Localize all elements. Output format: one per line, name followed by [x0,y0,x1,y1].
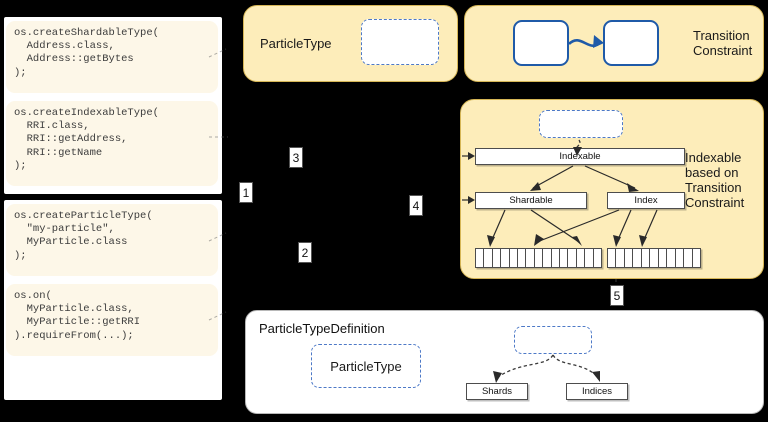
segment-cell [518,249,527,267]
segment-cell [625,249,634,267]
segment-cell [616,249,625,267]
code-card-create-indexable-type: os.createIndexableType( RRI.class, RRI::… [6,101,218,186]
particle-type-panel-label: ParticleType [260,36,332,51]
segment-cell [535,249,544,267]
segment-cell [585,249,594,267]
code-text-create-indexable-type: os.createIndexableType( RRI.class, RRI::… [14,107,159,172]
transition-node-source [513,20,569,66]
segment-cell [608,249,617,267]
transition-constraint-panel: Transition Constraint [464,5,764,82]
segment-cell [526,249,535,267]
segment-cell [676,249,685,267]
segment-cell [476,249,485,267]
marker-4: 4 [409,195,423,216]
marker-2: 2 [298,242,312,263]
ptd-leaf-indices: Indices [566,383,628,400]
segment-cell [552,249,561,267]
box-index: Index [607,192,685,209]
particle-type-definition-panel: ParticleTypeDefinition ParticleType Shar… [245,310,764,414]
particle-type-slot-box [361,19,439,65]
indexable-panel: Indexable Shardable Index [460,99,764,279]
particle-type-definition-title: ParticleTypeDefinition [259,321,385,336]
indexable-label-line-1: Indexable [685,150,742,165]
segment-cell [684,249,693,267]
segment-cell [650,249,659,267]
code-panel-bottom: os.createParticleType( "my-particle", My… [4,200,222,400]
ptd-particle-type-box: ParticleType [311,344,421,388]
segment-cell [493,249,502,267]
code-card-create-particle-type: os.createParticleType( "my-particle", My… [6,204,218,276]
segment-bar-shards [475,248,602,268]
code-text-create-particle-type: os.createParticleType( "my-particle", My… [14,210,153,262]
code-text-os-on: os.on( MyParticle.class, MyParticle::get… [14,290,141,342]
marker-1: 1 [239,182,253,203]
segment-cell [667,249,676,267]
box-shardable: Shardable [475,192,587,209]
segment-cell [577,249,586,267]
segment-cell [510,249,519,267]
segment-cell [633,249,642,267]
indexable-slot-box [539,110,623,138]
ptd-leaf-shards: Shards [466,383,528,400]
segment-cell [659,249,668,267]
indexable-label-line-3: Transition [685,180,742,195]
segment-cell [501,249,510,267]
transition-node-target [603,20,659,66]
marker-5: 5 [610,285,624,306]
code-card-create-shardable-type: os.createShardableType( Address.class, A… [6,21,218,93]
transition-label-line-2: Constraint [693,43,753,58]
segment-cell [693,249,700,267]
indexable-panel-label: Indexable based on Transition Constraint [685,150,744,210]
segment-cell [594,249,601,267]
segment-cell [543,249,552,267]
segment-cell [642,249,651,267]
code-text-create-shardable-type: os.createShardableType( Address.class, A… [14,27,159,79]
box-indexable: Indexable [475,148,685,165]
code-card-os-on: os.on( MyParticle.class, MyParticle::get… [6,284,218,356]
particle-type-panel: ParticleType [243,5,458,82]
indexable-label-line-4: Constraint [685,195,745,210]
segment-cell [568,249,577,267]
transition-constraint-panel-label: Transition Constraint [693,28,752,58]
segment-bar-indices [607,248,701,268]
ptd-slot-box [514,326,592,354]
code-panel-top: os.createShardableType( Address.class, A… [4,17,222,194]
marker-3: 3 [289,147,303,168]
transition-label-line-1: Transition [693,28,750,43]
indexable-label-line-2: based on [685,165,739,180]
segment-cell [560,249,569,267]
segment-cell [484,249,493,267]
